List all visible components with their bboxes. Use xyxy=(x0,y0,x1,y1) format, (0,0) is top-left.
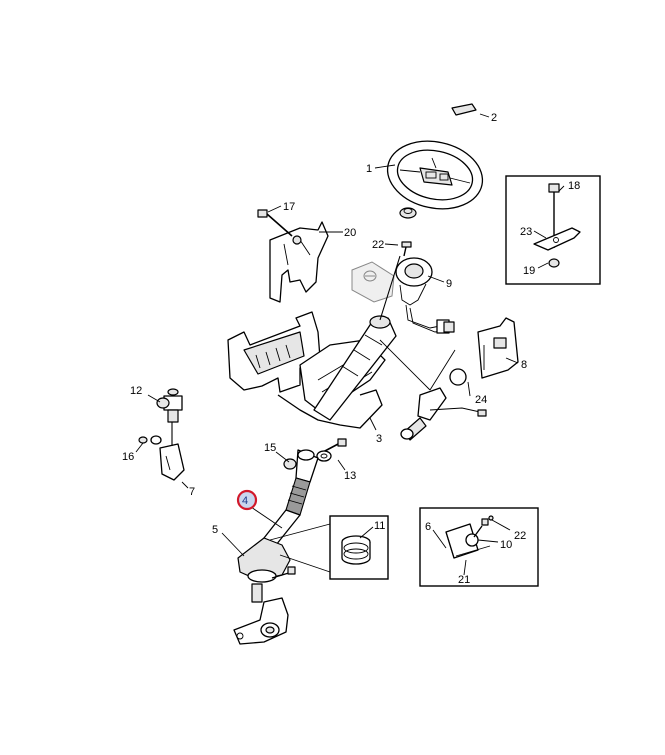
leader-lines xyxy=(135,113,565,576)
inset-bearing-detail xyxy=(269,515,389,580)
callout-11: 11 xyxy=(374,520,385,532)
callout-19: 19 xyxy=(523,265,535,277)
callout-8: 8 xyxy=(521,359,527,371)
callout-9: 9 xyxy=(446,278,452,290)
callout-7: 7 xyxy=(189,486,195,498)
callout-labels: 1 2 3 5 6 7 8 9 10 11 12 13 15 16 17 18 … xyxy=(122,112,580,586)
callout-23: 23 xyxy=(520,226,532,238)
inset-clamp-detail xyxy=(419,507,539,587)
callout-24: 24 xyxy=(475,394,487,406)
bracket-7[interactable] xyxy=(159,422,185,481)
fastener-12[interactable] xyxy=(156,388,183,423)
highlighted-callout-4[interactable]: 4 xyxy=(236,489,258,511)
callout-15: 15 xyxy=(264,442,276,454)
callout-21: 21 xyxy=(458,574,470,586)
steering-wheel[interactable] xyxy=(381,133,489,218)
callout-5: 5 xyxy=(212,524,218,536)
horn-pad[interactable] xyxy=(451,103,477,116)
clock-spring[interactable] xyxy=(395,257,455,334)
callout-4: 4 xyxy=(242,495,248,507)
steering-boot[interactable] xyxy=(237,537,296,583)
steering-wheel-nut[interactable] xyxy=(399,207,417,219)
callout-10: 10 xyxy=(500,539,512,551)
callout-12: 12 xyxy=(130,385,142,397)
bracket-20[interactable] xyxy=(269,221,329,303)
nut-15[interactable] xyxy=(283,458,297,470)
callout-16: 16 xyxy=(122,451,134,463)
callout-22-upper: 22 xyxy=(372,239,384,251)
inset-bracket-detail xyxy=(505,175,601,285)
callout-6: 6 xyxy=(425,521,431,533)
tilt-lever-assembly[interactable] xyxy=(400,368,487,441)
steering-gear[interactable] xyxy=(233,583,289,645)
callout-13: 13 xyxy=(344,470,356,482)
callout-17: 17 xyxy=(283,201,295,213)
upper-steering-column[interactable] xyxy=(313,255,401,421)
callout-20: 20 xyxy=(344,227,356,239)
callout-18: 18 xyxy=(568,180,580,192)
callout-3: 3 xyxy=(376,433,382,445)
bracket-8[interactable] xyxy=(477,317,519,379)
bolt-13[interactable] xyxy=(316,438,347,462)
bolt-22-upper[interactable] xyxy=(401,241,412,257)
nut-16[interactable] xyxy=(138,435,162,445)
callout-2: 2 xyxy=(491,112,497,124)
bolt-17[interactable] xyxy=(257,209,293,237)
callout-22-inset: 22 xyxy=(514,530,526,542)
callout-1: 1 xyxy=(366,163,372,175)
ignition-module[interactable] xyxy=(351,261,395,303)
